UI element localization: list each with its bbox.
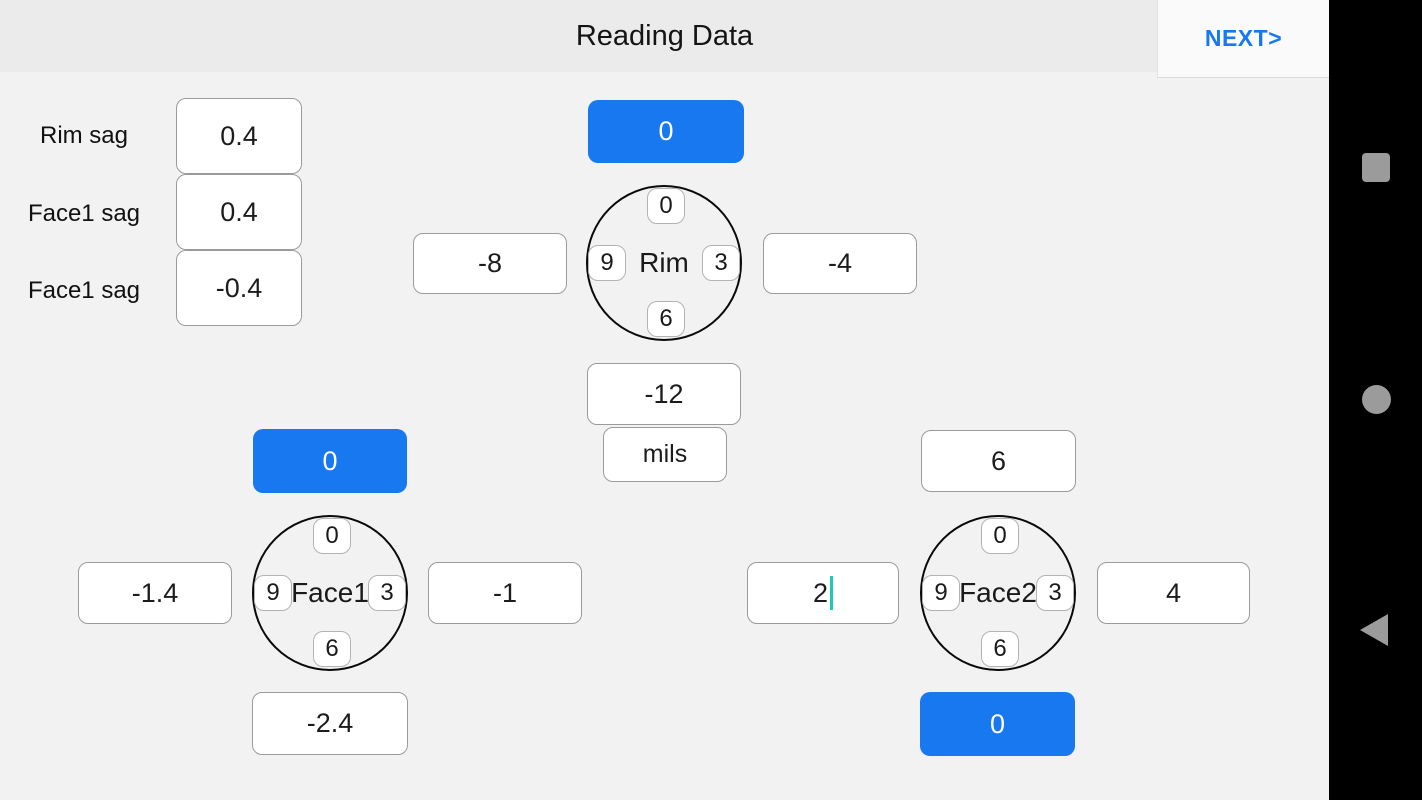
face1-sag-label: Face1 sag — [27, 200, 141, 227]
rim-pos-9-badge: 9 — [588, 245, 626, 281]
face1-sag-value: 0.4 — [220, 196, 258, 227]
face1-sag-value-2: -0.4 — [215, 272, 263, 303]
face1-pos-3-badge: 3 — [368, 575, 406, 611]
face2-pos-9-badge: 9 — [922, 575, 960, 611]
face2-3oclock-input[interactable]: 4 — [1097, 562, 1250, 624]
face1-6oclock-value: -2.4 — [306, 708, 354, 738]
face1-sag-label-2: Face1 sag — [27, 277, 141, 304]
rim-3oclock-input[interactable]: -4 — [763, 233, 917, 294]
units-label: mils — [642, 440, 688, 468]
text-cursor — [830, 576, 834, 610]
next-button-label: NEXT> — [1204, 25, 1283, 51]
back-icon[interactable] — [1360, 614, 1388, 646]
rim-sag-value: 0.4 — [220, 120, 258, 151]
rim-3oclock-value: -4 — [827, 248, 852, 278]
recents-icon[interactable] — [1362, 153, 1390, 182]
rim-sag-label: Rim sag — [39, 122, 129, 149]
face1-sag-input[interactable]: 0.4 — [176, 174, 302, 250]
face1-pos-9-badge: 9 — [254, 575, 292, 611]
face1-dial-name: Face1 — [291, 577, 369, 608]
face1-pos-6-badge: 6 — [313, 631, 351, 667]
rim-dial: Rim 0 9 3 6 — [586, 185, 742, 341]
rim-dial-name: Rim — [639, 247, 689, 278]
app-header: Reading Data — [0, 0, 1329, 72]
rim-zero-button[interactable]: 0 — [588, 100, 744, 163]
rim-pos-3-badge: 3 — [702, 245, 740, 281]
rim-6oclock-value: -12 — [644, 378, 684, 409]
face2-0oclock-input[interactable]: 6 — [921, 430, 1076, 492]
face1-9oclock-value: -1.4 — [131, 577, 179, 608]
face1-sag-input-2[interactable]: -0.4 — [176, 250, 302, 326]
face2-zero-button[interactable]: 0 — [920, 692, 1075, 756]
face2-zero-label: 0 — [989, 708, 1006, 739]
face1-9oclock-input[interactable]: -1.4 — [78, 562, 232, 624]
face2-dial-name: Face2 — [959, 577, 1037, 608]
rim-9oclock-input[interactable]: -8 — [413, 233, 567, 294]
home-icon[interactable] — [1362, 385, 1391, 414]
rim-sag-input[interactable]: 0.4 — [176, 98, 302, 174]
face2-pos-6-badge: 6 — [981, 631, 1019, 667]
face1-zero-label: 0 — [322, 445, 338, 476]
rim-pos-0-badge: 0 — [647, 188, 685, 224]
face1-6oclock-input[interactable]: -2.4 — [252, 692, 408, 755]
face2-9oclock-input[interactable]: 2 — [747, 562, 899, 624]
units-button[interactable]: mils — [603, 427, 727, 482]
face1-dial: Face1 0 9 3 6 — [252, 515, 408, 671]
rim-zero-label: 0 — [658, 116, 674, 146]
next-button[interactable]: NEXT> — [1157, 0, 1329, 78]
face1-pos-0-badge: 0 — [313, 518, 351, 554]
rim-6oclock-input[interactable]: -12 — [587, 363, 741, 425]
face2-3oclock-value: 4 — [1165, 577, 1182, 608]
face1-3oclock-value: -1 — [492, 577, 517, 608]
android-navbar — [1329, 0, 1422, 800]
rim-pos-6-badge: 6 — [647, 301, 685, 337]
face2-pos-3-badge: 3 — [1036, 575, 1074, 611]
face2-0oclock-value: 6 — [990, 445, 1007, 476]
rim-9oclock-value: -8 — [477, 248, 502, 278]
face2-pos-0-badge: 0 — [981, 518, 1019, 554]
face2-dial: Face2 0 9 3 6 — [920, 515, 1076, 671]
page-title: Reading Data — [575, 20, 754, 52]
face1-zero-button[interactable]: 0 — [253, 429, 407, 493]
face2-9oclock-value: 2 — [812, 577, 829, 608]
face1-3oclock-input[interactable]: -1 — [428, 562, 582, 624]
